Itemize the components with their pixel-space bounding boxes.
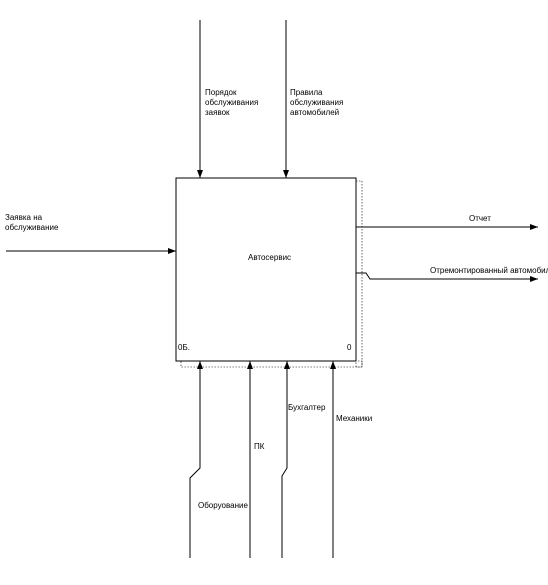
output-label-report: Отчет: [469, 214, 491, 223]
activity-title: Автосервис: [248, 253, 292, 262]
node-number: 0: [347, 343, 352, 352]
activity-box-shadow-bottom: [180, 360, 363, 368]
activity-box[interactable]: [175, 177, 357, 362]
control-label-rules: Правила обслуживания автомобилей: [290, 88, 344, 117]
mechanism-label-pc: ПК: [254, 442, 265, 451]
mechanism-arrow-equipment[interactable]: [189, 361, 203, 558]
mechanism-label-mechanics: Механики: [336, 414, 373, 423]
output-label-repaired: Отремонтированный автомобиль: [430, 266, 548, 275]
mechanism-label-accountant: Бухгалтер: [288, 403, 326, 412]
node-code: 0Б.: [178, 343, 190, 352]
output-arrow-repaired[interactable]: [356, 272, 538, 282]
mechanism-arrow-accountant[interactable]: [281, 361, 290, 558]
mechanism-label-equipment: Оборуование: [198, 501, 248, 510]
activity-box-shadow-right: [355, 180, 363, 368]
input-label-request: Заявка на обслуживание: [5, 213, 59, 232]
control-label-order: Порядок обслуживания заявок: [205, 88, 259, 117]
